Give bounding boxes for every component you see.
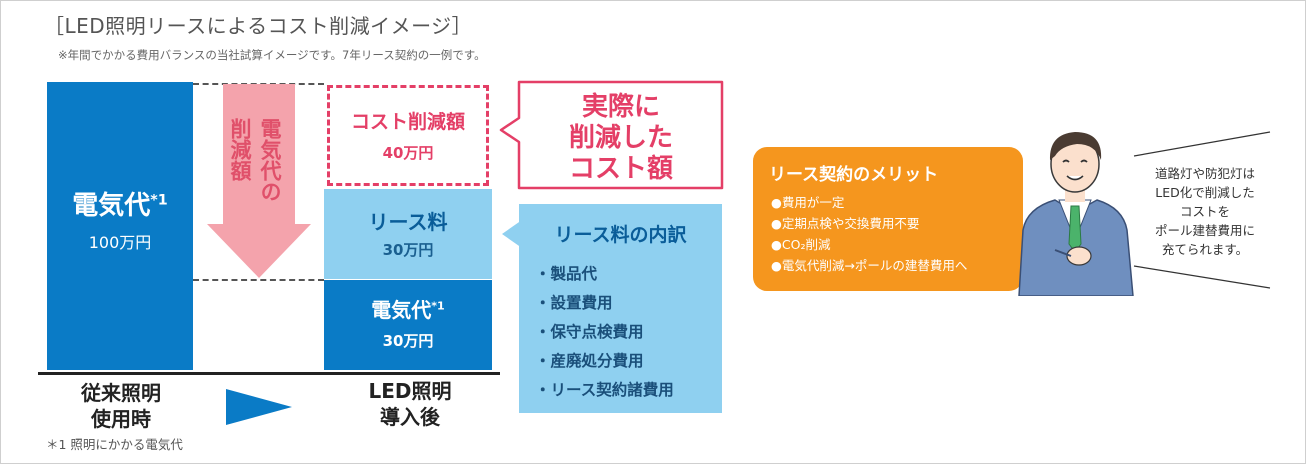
lease-merit-box: リース契約のメリット ●費用が一定 ●定期点検や交換費用不要 ●CO₂削減 ●電… <box>753 147 1023 291</box>
lease-fee-box: リース料 30万円 <box>324 189 492 279</box>
footnote: ＊1 照明にかかる電気代 <box>46 437 183 452</box>
list-item: ●CO₂削減 <box>771 237 831 252</box>
old-cost-bar: 電気代*1 100万円 <box>47 82 193 370</box>
businessman-icon <box>1018 132 1134 296</box>
callout-text: 実際に 削減した コスト額 <box>568 92 673 184</box>
lease-pointer-icon <box>502 220 522 248</box>
reduction-label-col2: 削減額 <box>228 118 252 181</box>
speech-lines-icon <box>1133 131 1271 289</box>
new-electricity-box: 電気代*1 30万円 <box>324 280 492 370</box>
reduction-label-col1: 電気代の <box>258 118 282 202</box>
callout-bubble-icon <box>499 80 724 190</box>
before-label: 従来照明 使用時 <box>81 381 161 431</box>
list-item: ・保守点検費用 <box>535 323 644 341</box>
lease-breakdown-box: リース料の内訳 ・製品代 ・設置費用 ・保守点検費用 ・産廃処分費用 ・リース契… <box>519 204 722 413</box>
lease-breakdown-list: ・製品代 ・設置費用 ・保守点検費用 ・産廃処分費用 ・リース契約諸費用 <box>535 260 674 405</box>
list-item: ●電気代削減→ポールの建替費用へ <box>771 258 968 273</box>
list-item: ・設置費用 <box>535 294 613 312</box>
merit-heading: リース契約のメリット <box>769 165 939 185</box>
old-bar-amount: 100万円 <box>88 233 152 252</box>
lease-breakdown-heading: リース料の内訳 <box>554 224 687 246</box>
dashed-guide-bottom <box>193 279 324 281</box>
cost-reduction-label: コスト削減額 <box>350 111 465 133</box>
lease-fee-label: リース料 <box>368 210 448 234</box>
page-title: ［LED照明リースによるコスト削減イメージ］ <box>44 14 473 38</box>
list-item: ・産廃処分費用 <box>535 352 644 370</box>
speech-text: 道路灯や防犯灯は LED化で削減した コストを ポール建替費用に 充てられます。 <box>1154 166 1255 257</box>
list-item: ●費用が一定 <box>771 195 845 210</box>
list-item: ・製品代 <box>535 265 598 283</box>
reduction-arrow-icon <box>207 84 311 278</box>
baseline <box>38 372 500 375</box>
new-electricity-amount: 30万円 <box>382 332 434 350</box>
new-electricity-label: 電気代*1 <box>371 298 445 322</box>
lease-fee-amount: 30万円 <box>382 241 434 259</box>
page-subtitle: ※年間でかかる費用バランスの当社試算イメージです。7年リース契約の一例です。 <box>58 48 486 62</box>
play-arrow-icon <box>226 389 292 425</box>
old-bar-label: 電気代*1 <box>72 191 168 221</box>
list-item: ・リース契約諸費用 <box>535 381 674 399</box>
list-item: ●定期点検や交換費用不要 <box>771 216 920 231</box>
cost-reduction-amount: 40万円 <box>382 144 434 162</box>
after-label: LED照明 導入後 <box>368 379 452 429</box>
merit-list: ●費用が一定 ●定期点検や交換費用不要 ●CO₂削減 ●電気代削減→ポールの建替… <box>771 192 967 276</box>
cost-reduction-box: コスト削減額 40万円 <box>327 85 489 186</box>
